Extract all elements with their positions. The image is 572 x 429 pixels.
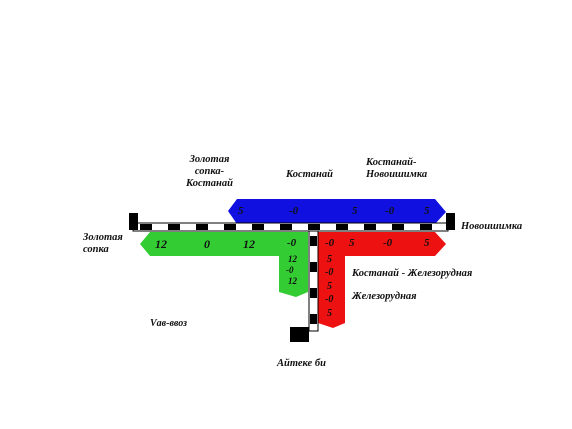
track-sleeper (308, 224, 320, 230)
label-ayteke-bi: Айтеке би (277, 358, 326, 369)
track-sleeper (310, 288, 317, 298)
red-value-1: -0 (325, 237, 335, 249)
label-zolotaya-sopka: Золотая сопка (83, 232, 123, 255)
label-kostanay-novoishimka: Костанай- Новоишимка (366, 157, 428, 180)
green-down-value-1: 12 (288, 254, 297, 264)
track-end-south (290, 327, 309, 342)
track-end-east (446, 213, 455, 230)
blue-value-5: 5 (424, 205, 430, 217)
track-sleeper (364, 224, 376, 230)
green-down-value-2: -0 (286, 265, 294, 275)
red-down-value-1: 5 (327, 254, 332, 265)
green-value-3: 12 (243, 237, 255, 251)
green-down-value-3: 12 (288, 276, 297, 286)
track-sleeper (392, 224, 404, 230)
red-down-value-5: 5 (327, 308, 332, 319)
red-down-value-4: -0 (325, 294, 334, 305)
green-value-1: 12 (155, 237, 167, 251)
label-zolotaya-sopka-kostanay: Золотая сопка- Костанай (186, 154, 233, 189)
track-sleeper (336, 224, 348, 230)
track-sleeper (280, 224, 292, 230)
track-end-west (129, 213, 138, 230)
red-value-2: 5 (349, 237, 355, 249)
label-vag: Vав-ввоз (150, 318, 188, 329)
blue-value-2: -0 (289, 205, 299, 217)
blue-value-3: 5 (352, 205, 358, 217)
green-value-4: -0 (287, 237, 297, 249)
label-kostanay-zhelezorudnaya: Костанай - Железорудная (352, 268, 473, 279)
flow-arrow-red (318, 232, 446, 328)
red-down-value-2: -0 (325, 267, 334, 278)
label-kostanay: Костанай (286, 169, 333, 180)
red-value-3: -0 (383, 237, 393, 249)
red-down-value-3: 5 (327, 281, 332, 292)
red-value-4: 5 (424, 237, 430, 249)
track-sleeper (168, 224, 180, 230)
blue-value-4: -0 (385, 205, 395, 217)
track-sleeper (310, 236, 317, 246)
track-sleeper (224, 224, 236, 230)
track-sleeper (310, 262, 317, 272)
track-sleeper (420, 224, 432, 230)
main-track (129, 213, 455, 232)
label-novoishimka: Новоишимка (461, 221, 523, 232)
green-value-2: 0 (204, 237, 210, 251)
label-zhelezorudnaya: Железорудная (352, 291, 417, 302)
flow-arrow-green (140, 232, 308, 297)
track-sleeper (196, 224, 208, 230)
track-sleeper (252, 224, 264, 230)
blue-value-1: 5 (238, 205, 244, 217)
track-sleeper (310, 314, 317, 324)
track-sleeper (140, 224, 152, 230)
flow-arrow-blue (228, 199, 446, 224)
branch-track (290, 230, 319, 342)
